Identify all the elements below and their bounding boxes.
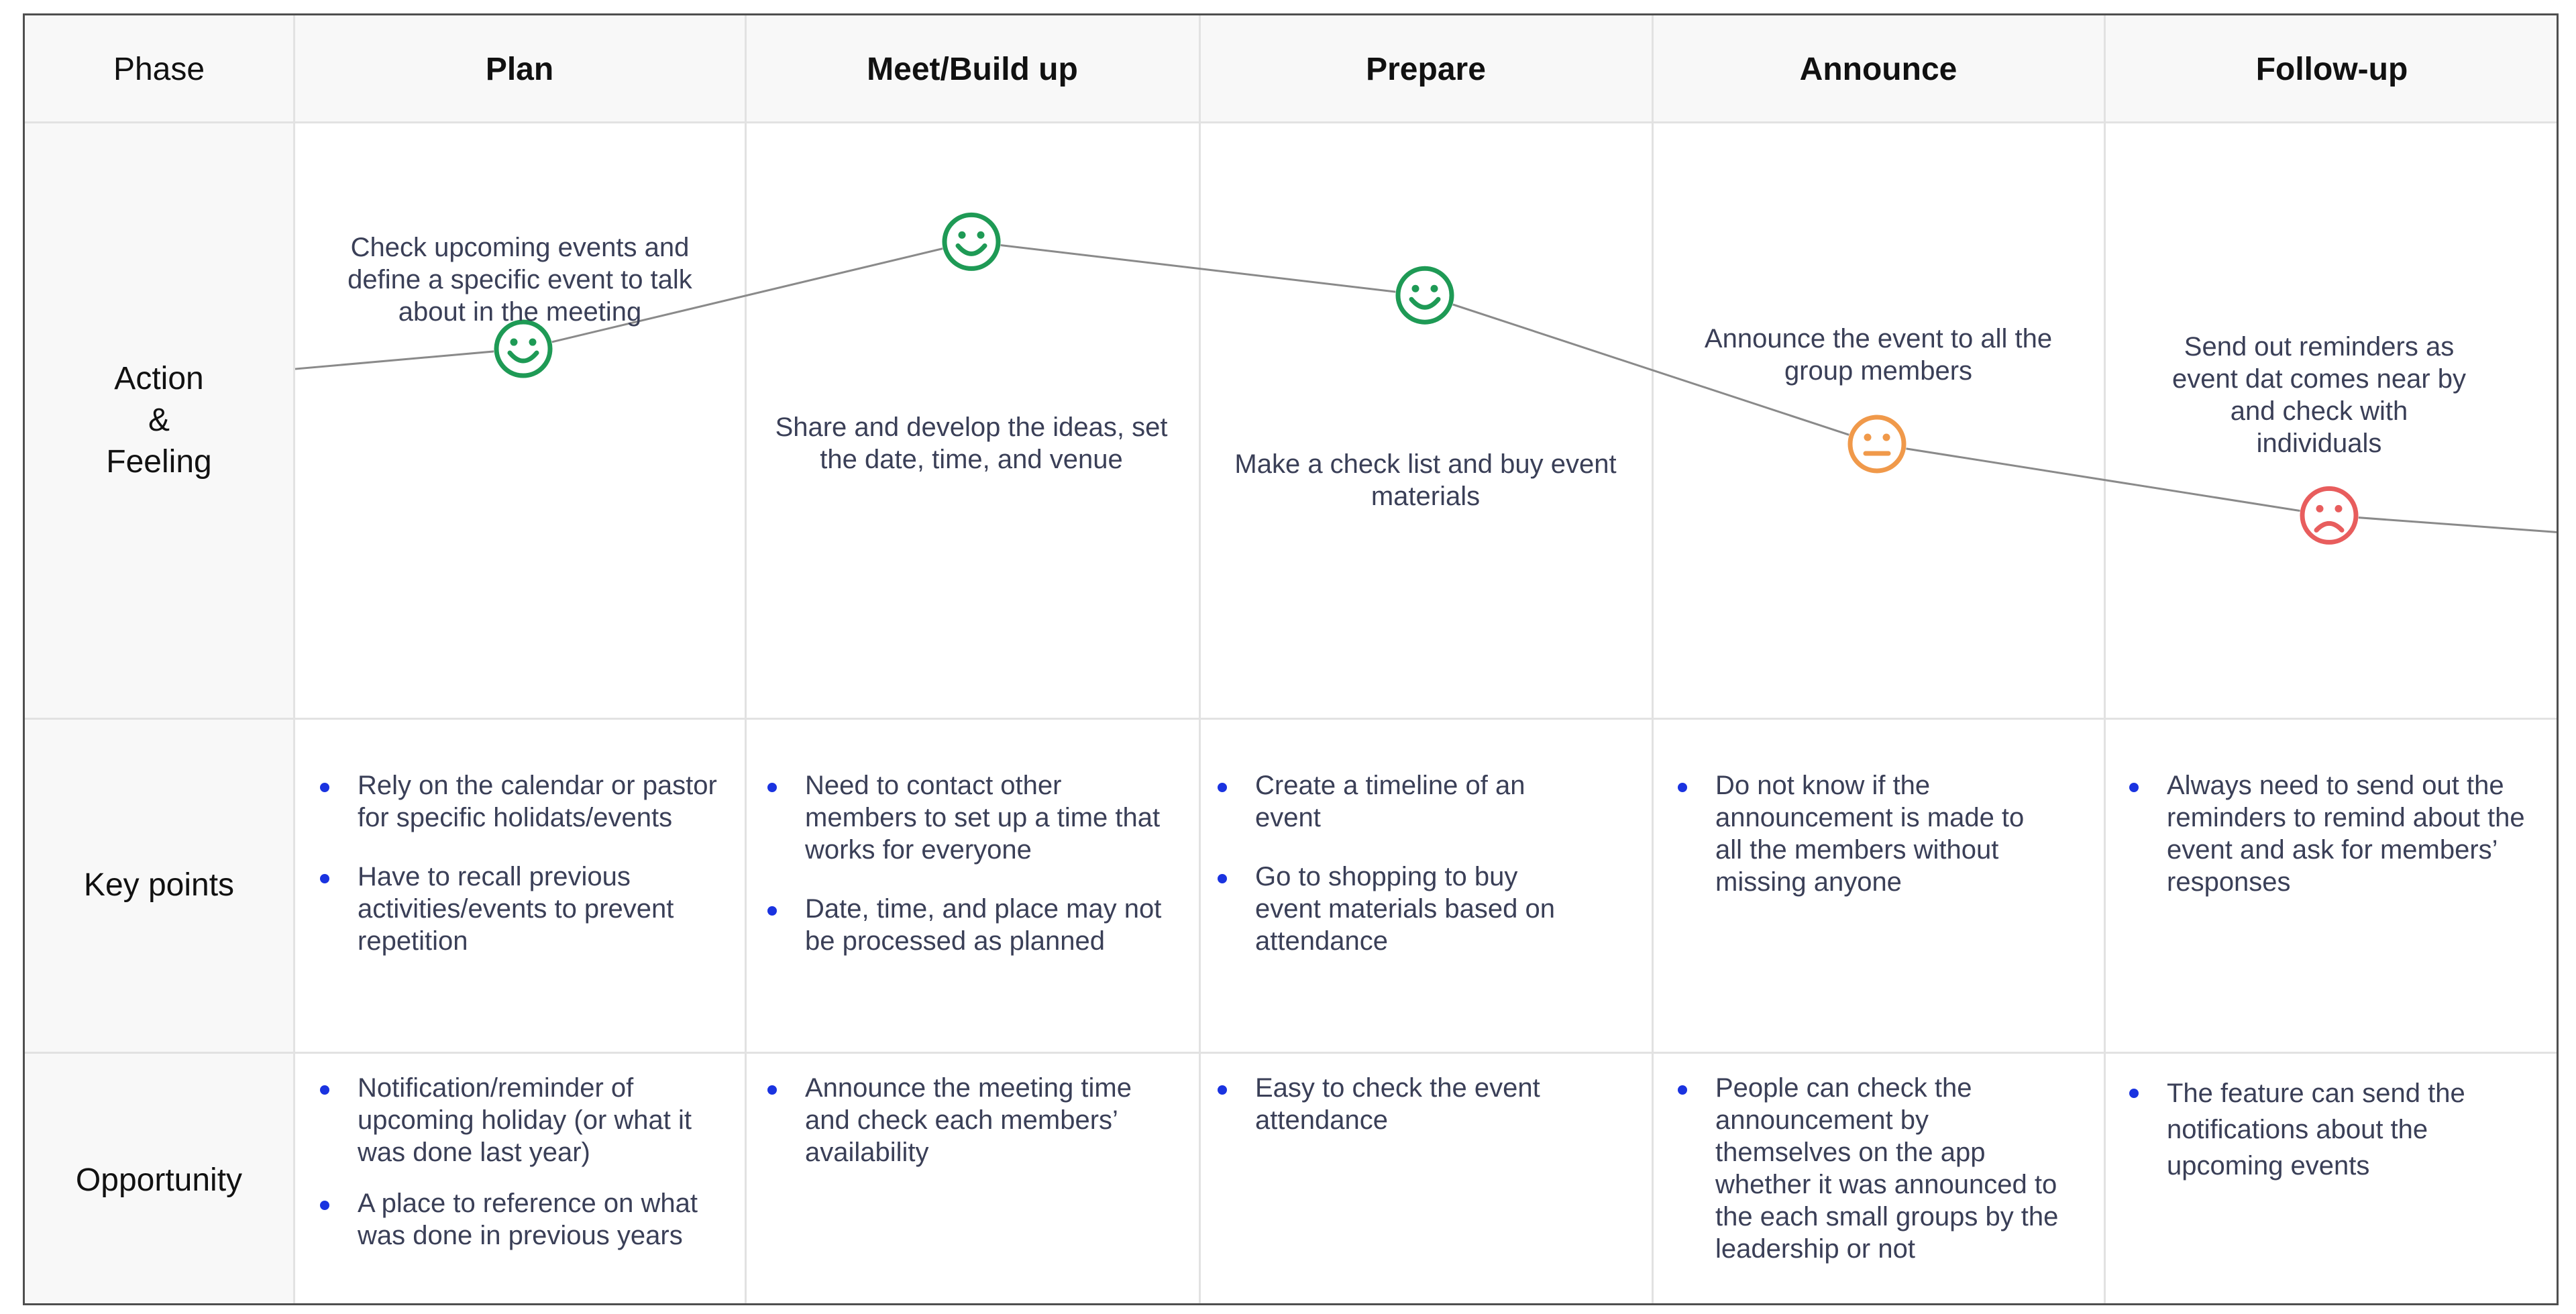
bullet-dot-icon xyxy=(2129,1089,2139,1098)
list-item: Announce the meeting time and check each… xyxy=(765,1072,1167,1168)
list-item: Notification/reminder of upcoming holida… xyxy=(317,1072,733,1168)
key-points-announce: Do not know if the announcement is made … xyxy=(1675,769,2051,925)
row-divider xyxy=(25,718,2557,720)
phase-header-prepare: Prepare xyxy=(1366,51,1486,87)
column-divider xyxy=(293,15,295,1303)
row-label-feeling: Feeling xyxy=(106,443,212,480)
column-divider xyxy=(1199,15,1201,1303)
column-divider xyxy=(745,15,747,1303)
list-item: A place to reference on what was done in… xyxy=(317,1187,733,1252)
emotion-curve-chart xyxy=(294,212,2557,545)
bullet-dot-icon xyxy=(320,783,329,792)
row-divider xyxy=(25,121,2557,123)
row-divider xyxy=(25,1052,2557,1054)
smiley-sad-icon xyxy=(2300,486,2359,545)
row-label-action: Action xyxy=(114,360,204,396)
action-text-prepare: Make a check list and buy event material… xyxy=(1234,449,1617,511)
header-row-background xyxy=(25,15,2557,123)
phase-header-follow-up: Follow-up xyxy=(2255,51,2408,87)
smiley-neutral-icon xyxy=(1847,414,1907,474)
emotion-curve-segment xyxy=(971,240,1426,296)
smiley-happy-icon xyxy=(942,212,1001,272)
opportunities-prepare: Easy to check the event attendance xyxy=(1215,1072,1591,1163)
list-item: Need to contact other members to set up … xyxy=(765,769,1167,866)
action-text-meet-build-up: Share and develop the ideas, set the dat… xyxy=(775,413,1168,474)
opportunities-meet-build-up: Announce the meeting time and check each… xyxy=(765,1072,1167,1195)
journey-map: Phase Plan Meet/Build up Prepare Announc… xyxy=(23,13,2559,1305)
list-item: Rely on the calendar or pastor for speci… xyxy=(317,769,733,834)
bullet-dot-icon xyxy=(1218,1085,1227,1095)
key-points-follow-up: Always need to send out the reminders to… xyxy=(2127,769,2542,925)
action-text-announce: Announce the event to all the group memb… xyxy=(1704,324,2053,386)
list-item: Date, time, and place may not be process… xyxy=(765,893,1167,957)
bullet-dot-icon xyxy=(1218,783,1227,792)
smiley-happy-icon xyxy=(494,319,553,379)
phase-header-meet-build-up: Meet/Build up xyxy=(867,51,1078,87)
row-label-ampersand: & xyxy=(148,402,170,438)
list-item: Create a timeline of an event xyxy=(1215,769,1591,834)
phase-header-label: Phase xyxy=(113,51,205,87)
emotion-curve-segment xyxy=(2328,514,2557,533)
bullet-dot-icon xyxy=(1218,874,1227,883)
bullet-dot-icon xyxy=(2129,783,2139,792)
row-label-opportunity: Opportunity xyxy=(75,1162,243,1198)
label-column-background xyxy=(25,15,293,1303)
opportunities-announce: People can check the announcement by the… xyxy=(1675,1072,2071,1292)
bullet-dot-icon xyxy=(767,783,777,792)
list-item: The feature can send the notifications a… xyxy=(2127,1075,2536,1184)
list-item: Go to shopping to buy event materials ba… xyxy=(1215,861,1591,957)
column-divider xyxy=(2104,15,2106,1303)
list-item: Do not know if the announcement is made … xyxy=(1675,769,2051,898)
action-text-plan: Check upcoming events and define a speci… xyxy=(347,233,692,327)
bullet-dot-icon xyxy=(320,874,329,883)
phase-header-plan: Plan xyxy=(485,51,554,87)
column-divider xyxy=(1652,15,1654,1303)
list-item: People can check the announcement by the… xyxy=(1675,1072,2071,1265)
opportunities-plan: Notification/reminder of upcoming holida… xyxy=(317,1072,733,1278)
bullet-dot-icon xyxy=(767,906,777,916)
bullet-dot-icon xyxy=(320,1201,329,1210)
phase-header-announce: Announce xyxy=(1799,51,1957,87)
row-label-action-feeling: Action & Feeling xyxy=(25,123,293,718)
emotion-curve-segment xyxy=(1876,443,2330,516)
emotion-curve-segment xyxy=(523,240,972,350)
action-text-follow-up: Send out reminders as event dat comes ne… xyxy=(2171,332,2467,458)
list-item: Easy to check the event attendance xyxy=(1215,1072,1591,1136)
key-points-meet-build-up: Need to contact other members to set up … xyxy=(765,769,1167,984)
bullet-dot-icon xyxy=(320,1085,329,1095)
list-item: Always need to send out the reminders to… xyxy=(2127,769,2542,898)
smiley-happy-icon xyxy=(1395,266,1454,325)
list-item: Have to recall previous activities/event… xyxy=(317,861,733,957)
key-points-plan: Rely on the calendar or pastor for speci… xyxy=(317,769,733,984)
bullet-dot-icon xyxy=(1678,783,1687,792)
emotion-curve-segment xyxy=(1424,294,1878,445)
row-label-key-points: Key points xyxy=(83,867,235,903)
key-points-prepare: Create a timeline of an event Go to shop… xyxy=(1215,769,1591,984)
bullet-dot-icon xyxy=(1678,1085,1687,1095)
opportunities-follow-up: The feature can send the notifications a… xyxy=(2127,1075,2536,1211)
emotion-curve-segment xyxy=(294,347,524,370)
bullet-dot-icon xyxy=(767,1085,777,1095)
